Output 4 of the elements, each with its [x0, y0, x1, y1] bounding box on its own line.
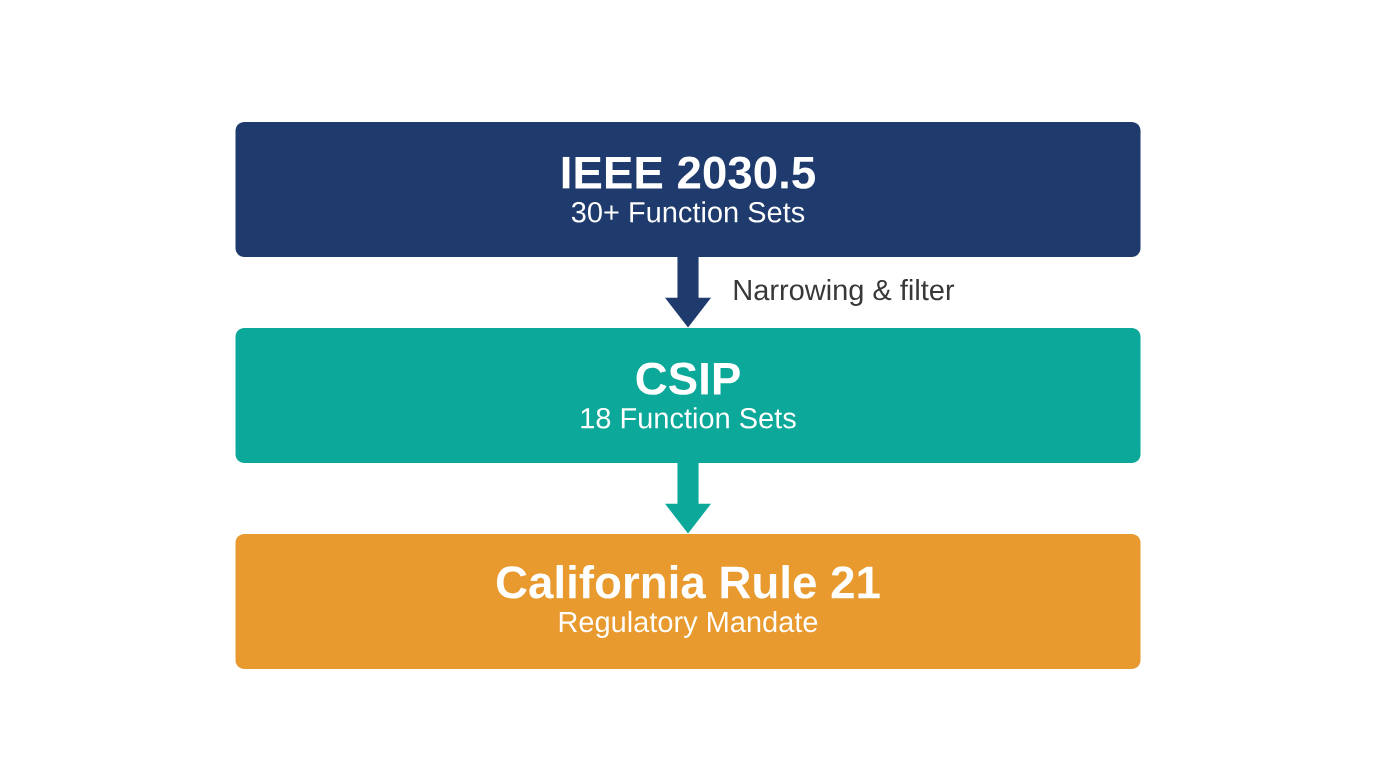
- layer-box: California Rule 21 Regulatory Mandate: [235, 534, 1141, 669]
- layer-box: IEEE 2030.5 30+ Function Sets: [235, 122, 1141, 257]
- layer-box: CSIP 18 Function Sets: [235, 328, 1141, 463]
- edge-label: Narrowing & filter: [734, 279, 955, 306]
